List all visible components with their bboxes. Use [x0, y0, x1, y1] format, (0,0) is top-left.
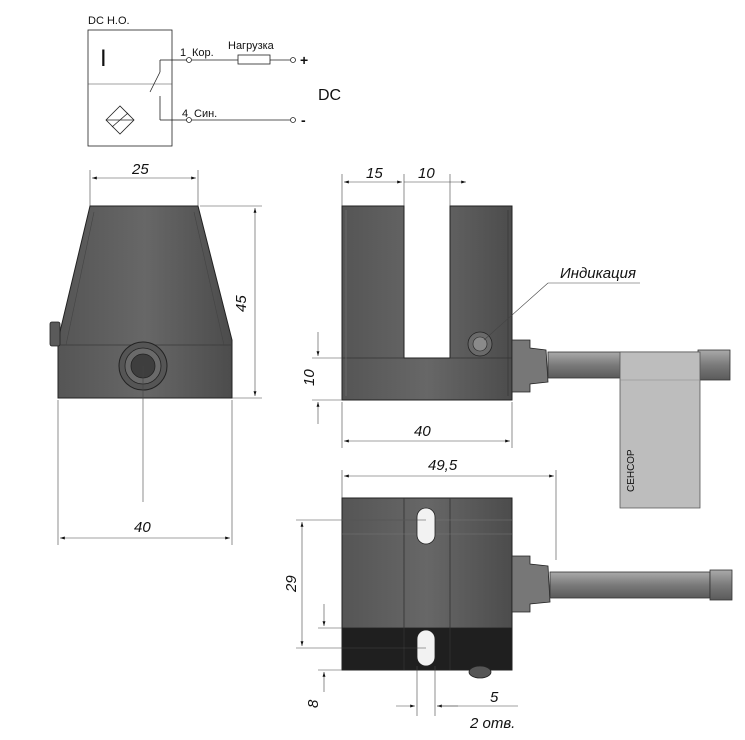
dim-side-left: 15 — [366, 165, 383, 182]
inductive-sensor-icon — [105, 105, 135, 135]
holes-note: 2 отв. — [469, 715, 515, 732]
side-view: 15 10 Индикация СЕНСОР 10 40 — [301, 165, 731, 509]
pin4-label: Син. — [194, 108, 217, 120]
front-side-screw — [49, 321, 61, 347]
top-indicator — [468, 665, 492, 679]
dim-top-total: 49,5 — [428, 457, 458, 474]
indication-label: Индикация — [560, 265, 636, 282]
mounting-hole-top — [416, 507, 436, 545]
cable-gland — [511, 339, 549, 393]
cable — [547, 351, 623, 379]
supply-label: DC — [318, 87, 341, 104]
dim-front-base-width: 40 — [134, 519, 151, 536]
dim-side-base-height: 10 — [301, 369, 318, 386]
top-cable-gland — [511, 555, 551, 613]
plus-terminal: + — [300, 52, 308, 68]
sensor-symbol: I — [100, 45, 107, 72]
side-body — [341, 205, 513, 401]
pin1-label: Кор. — [192, 47, 214, 59]
switch-contact — [149, 71, 161, 93]
cable-tag — [619, 351, 701, 509]
pin4-number: 4 — [182, 108, 188, 120]
load-label: Нагрузка — [228, 40, 275, 52]
dim-side-slot: 10 — [418, 165, 435, 182]
top-view: 49,5 29 8 5 2 отв. — [283, 457, 733, 732]
schematic-title: DC H.O. — [88, 15, 130, 27]
top-cable — [549, 571, 711, 599]
dim-edge: 8 — [305, 699, 322, 708]
dim-holes-pitch: 29 — [283, 575, 300, 593]
dim-front-height: 45 — [233, 295, 250, 312]
minus-terminal: - — [301, 112, 306, 128]
pin1-number: 1 — [180, 47, 186, 59]
wiring-schematic: DC H.O. I 1 Кор. 4 Син. Нагрузка + - D — [87, 15, 341, 147]
brand-label: СЕНСОР — [626, 449, 637, 492]
dim-hole-width: 5 — [490, 689, 499, 706]
dim-side-length: 40 — [414, 423, 431, 440]
sensor-box — [87, 29, 173, 147]
load-resistor — [237, 54, 271, 65]
dim-front-top-width: 25 — [131, 161, 149, 178]
front-view: 25 45 40 — [49, 161, 262, 545]
